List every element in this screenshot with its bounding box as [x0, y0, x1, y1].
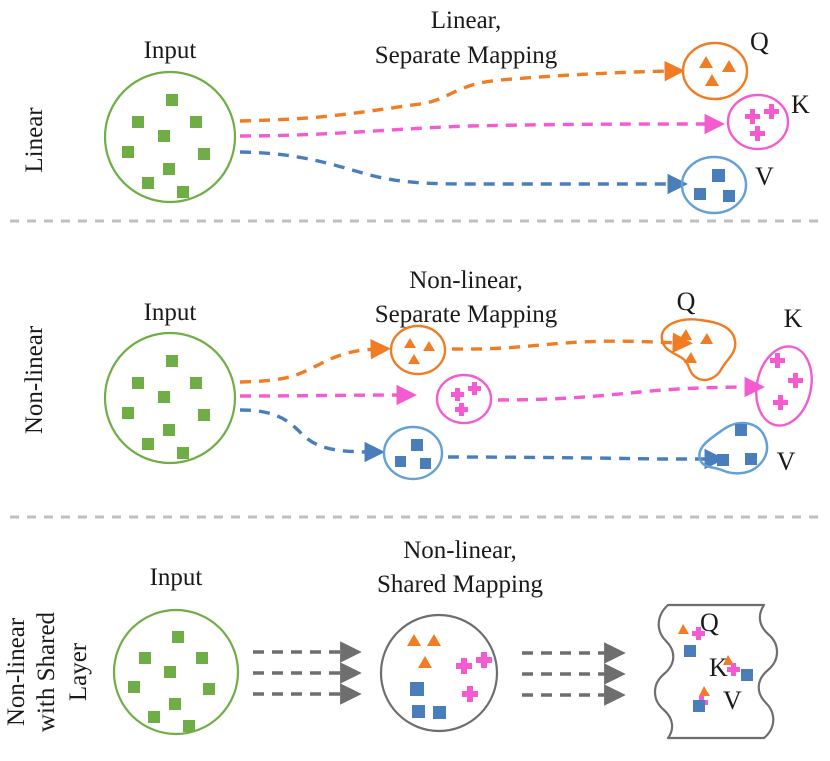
row-label-linear: Linear	[21, 107, 48, 173]
interm-q-markers-row2	[404, 338, 435, 364]
v-markers-row2	[717, 424, 757, 466]
v-outline-row1	[680, 155, 748, 215]
output-q-row2: Q	[660, 287, 737, 382]
k-outline-row2	[755, 345, 813, 427]
row3-title-line1: Non-linear,	[403, 537, 517, 564]
input-circle-row1	[103, 70, 237, 204]
input-markers-row3	[128, 631, 215, 732]
row-nonlinear: Non-linear Input Non-linear, Separate Ma…	[21, 267, 813, 481]
manifold-label-k: K	[709, 653, 728, 682]
row3-arrows-stage2	[522, 642, 626, 706]
row1-arrows	[239, 60, 725, 195]
q-blob-row2	[660, 318, 737, 382]
arrow-to-q-row1	[239, 60, 685, 123]
shared-layer-row3	[379, 613, 499, 733]
q-markers-row2	[679, 329, 713, 363]
k-label-row2: K	[784, 304, 803, 333]
row2-arrows-stage2	[447, 332, 765, 470]
row1-title-line1: Linear,	[431, 7, 501, 34]
interm-v-outline-row2	[382, 425, 444, 481]
manifold-triangles	[678, 624, 734, 696]
shared-squares	[410, 682, 446, 719]
k-markers-row2	[770, 353, 803, 410]
input-label-row3: Input	[150, 564, 203, 591]
row-label-shared-line2: with Shared	[33, 611, 60, 732]
input-cluster-row3	[112, 608, 240, 736]
manifold-squares	[684, 645, 753, 712]
interm-v-markers-row2	[395, 439, 431, 469]
output-k-row2: K	[755, 304, 813, 427]
output-manifold-row3: Q K V	[653, 603, 779, 740]
arrow-q-out-row2	[451, 332, 693, 353]
input-label-row2: Input	[144, 299, 197, 326]
interm-q-outline-row2	[389, 324, 447, 376]
row-label-shared-line3: Layer	[65, 642, 92, 701]
row-shared: Non-linear with Shared Layer Input Non-l…	[3, 537, 779, 740]
arrow-input-to-v-row2	[239, 408, 385, 463]
k-label-row1: K	[791, 90, 810, 119]
manifold-label-q: Q	[700, 608, 719, 637]
intermediate-k-row2	[435, 373, 493, 425]
row-label-nonlinear: Non-linear	[21, 325, 48, 434]
arrow-to-k-row1	[239, 113, 725, 138]
arrow-k-out-row2	[497, 376, 765, 402]
arrow-input-to-q-row2	[239, 339, 391, 384]
input-label-row1: Input	[144, 37, 197, 64]
arrow-input-to-k-row2	[239, 384, 417, 406]
intermediate-v-row2	[382, 425, 444, 481]
v-label-row2: V	[777, 447, 796, 476]
row2-title-line2: Separate Mapping	[375, 301, 558, 328]
k-markers-row1	[745, 104, 779, 141]
output-k-row1: K	[726, 90, 810, 151]
intermediate-q-row2	[389, 324, 447, 376]
output-v-row2: V	[698, 421, 796, 476]
k-outline-row1	[726, 93, 790, 151]
output-q-row1: Q	[681, 27, 769, 101]
output-v-row1: V	[680, 155, 774, 215]
shared-crosses	[456, 652, 492, 702]
shared-layer-circle	[379, 613, 499, 733]
manifold-label-v: V	[723, 686, 742, 715]
manifold-sheet	[653, 603, 779, 740]
input-cluster-row1	[103, 70, 237, 204]
v-blob-row2	[698, 421, 769, 475]
interm-k-outline-row2	[435, 373, 493, 425]
row-label-shared-line1: Non-linear	[3, 617, 30, 726]
row1-title-line2: Separate Mapping	[375, 42, 558, 69]
q-outline-row1	[681, 41, 749, 101]
row2-arrows-stage1	[239, 339, 417, 463]
row2-title-line1: Non-linear,	[409, 267, 523, 294]
input-circle-row2	[103, 331, 237, 465]
q-label-row2: Q	[677, 287, 696, 316]
v-markers-row1	[694, 169, 735, 202]
interm-k-markers-row2	[451, 382, 481, 416]
q-markers-row1	[699, 56, 736, 86]
input-markers-row1	[122, 94, 210, 198]
q-label-row1: Q	[750, 27, 769, 56]
input-circle-row3	[112, 608, 240, 736]
row-linear: Linear Input Linear, Separate Mapping	[21, 7, 810, 215]
arrow-v-out-row2	[447, 448, 725, 470]
row3-arrows-stage1	[253, 641, 362, 705]
arrow-to-v-row1	[239, 150, 688, 195]
input-markers-row2	[122, 355, 210, 459]
row3-title-line2: Shared Mapping	[377, 571, 543, 598]
shared-triangles	[407, 634, 441, 668]
input-cluster-row2	[103, 331, 237, 465]
v-label-row1: V	[755, 162, 774, 191]
